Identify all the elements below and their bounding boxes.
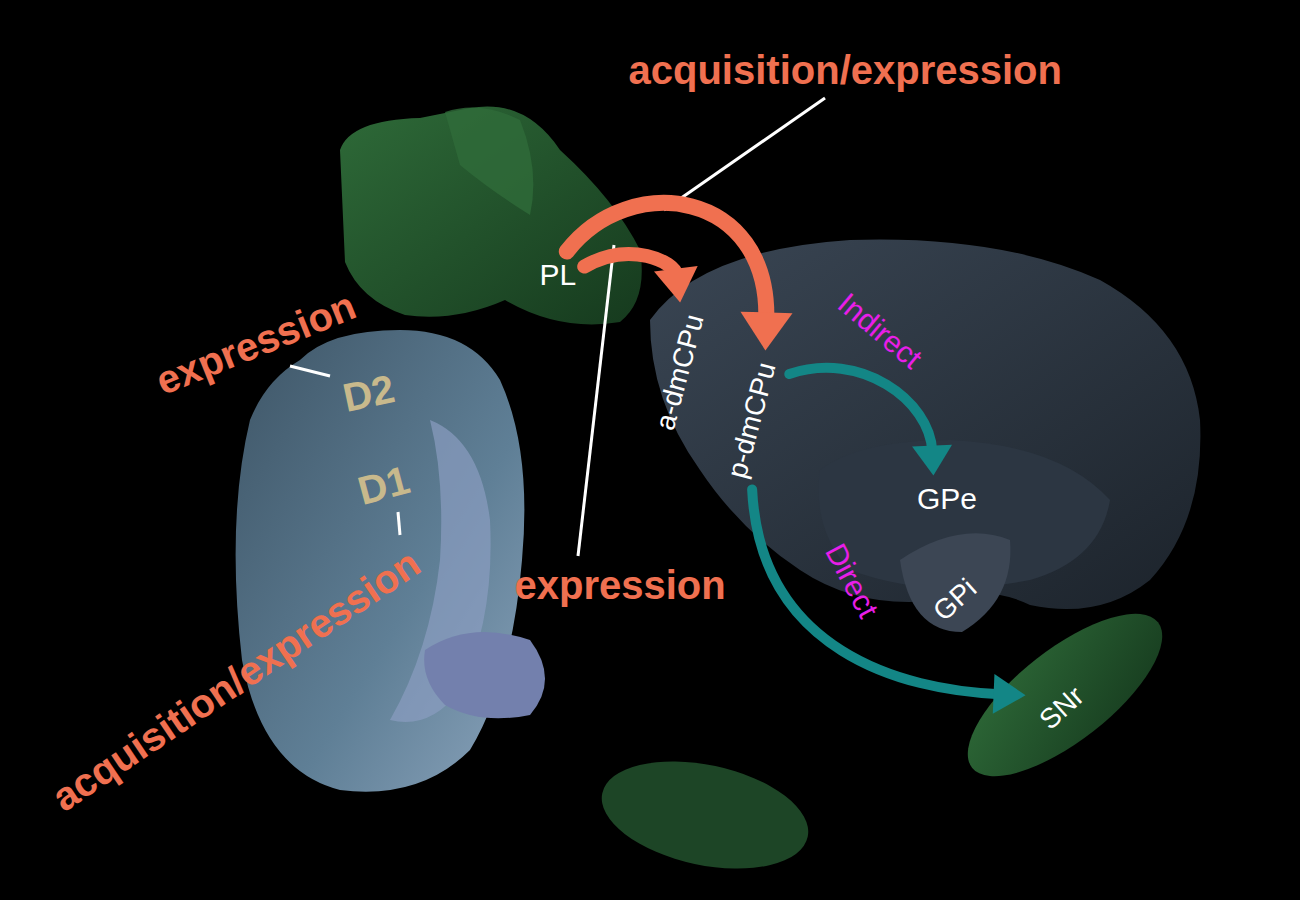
- region-label-box: PL: [536, 256, 581, 293]
- leader-line: [664, 98, 825, 210]
- prefrontal-lobe: [445, 108, 533, 216]
- region-name: PL: [540, 258, 577, 291]
- leader-line: [398, 512, 400, 535]
- pathway-arrow: [752, 489, 1000, 694]
- coronal-lower-piece: [424, 632, 545, 718]
- leader-line: [290, 366, 330, 376]
- arrow-head: [740, 312, 792, 351]
- arrow-head: [912, 445, 952, 476]
- pathway-arrow: [789, 368, 932, 452]
- region-name: GPe: [917, 482, 977, 515]
- annotation-label: acquisition/expression: [629, 48, 1062, 92]
- annotation-label: expression: [515, 563, 726, 607]
- region-label-box: GPe: [913, 480, 981, 517]
- arrow-head: [654, 266, 698, 303]
- leader-line: [578, 245, 614, 556]
- arrow-head: [993, 674, 1026, 714]
- midbrain-blob: [592, 744, 818, 885]
- pathway-arrow: [567, 203, 767, 320]
- globus-pallidus-internus: [900, 533, 1010, 632]
